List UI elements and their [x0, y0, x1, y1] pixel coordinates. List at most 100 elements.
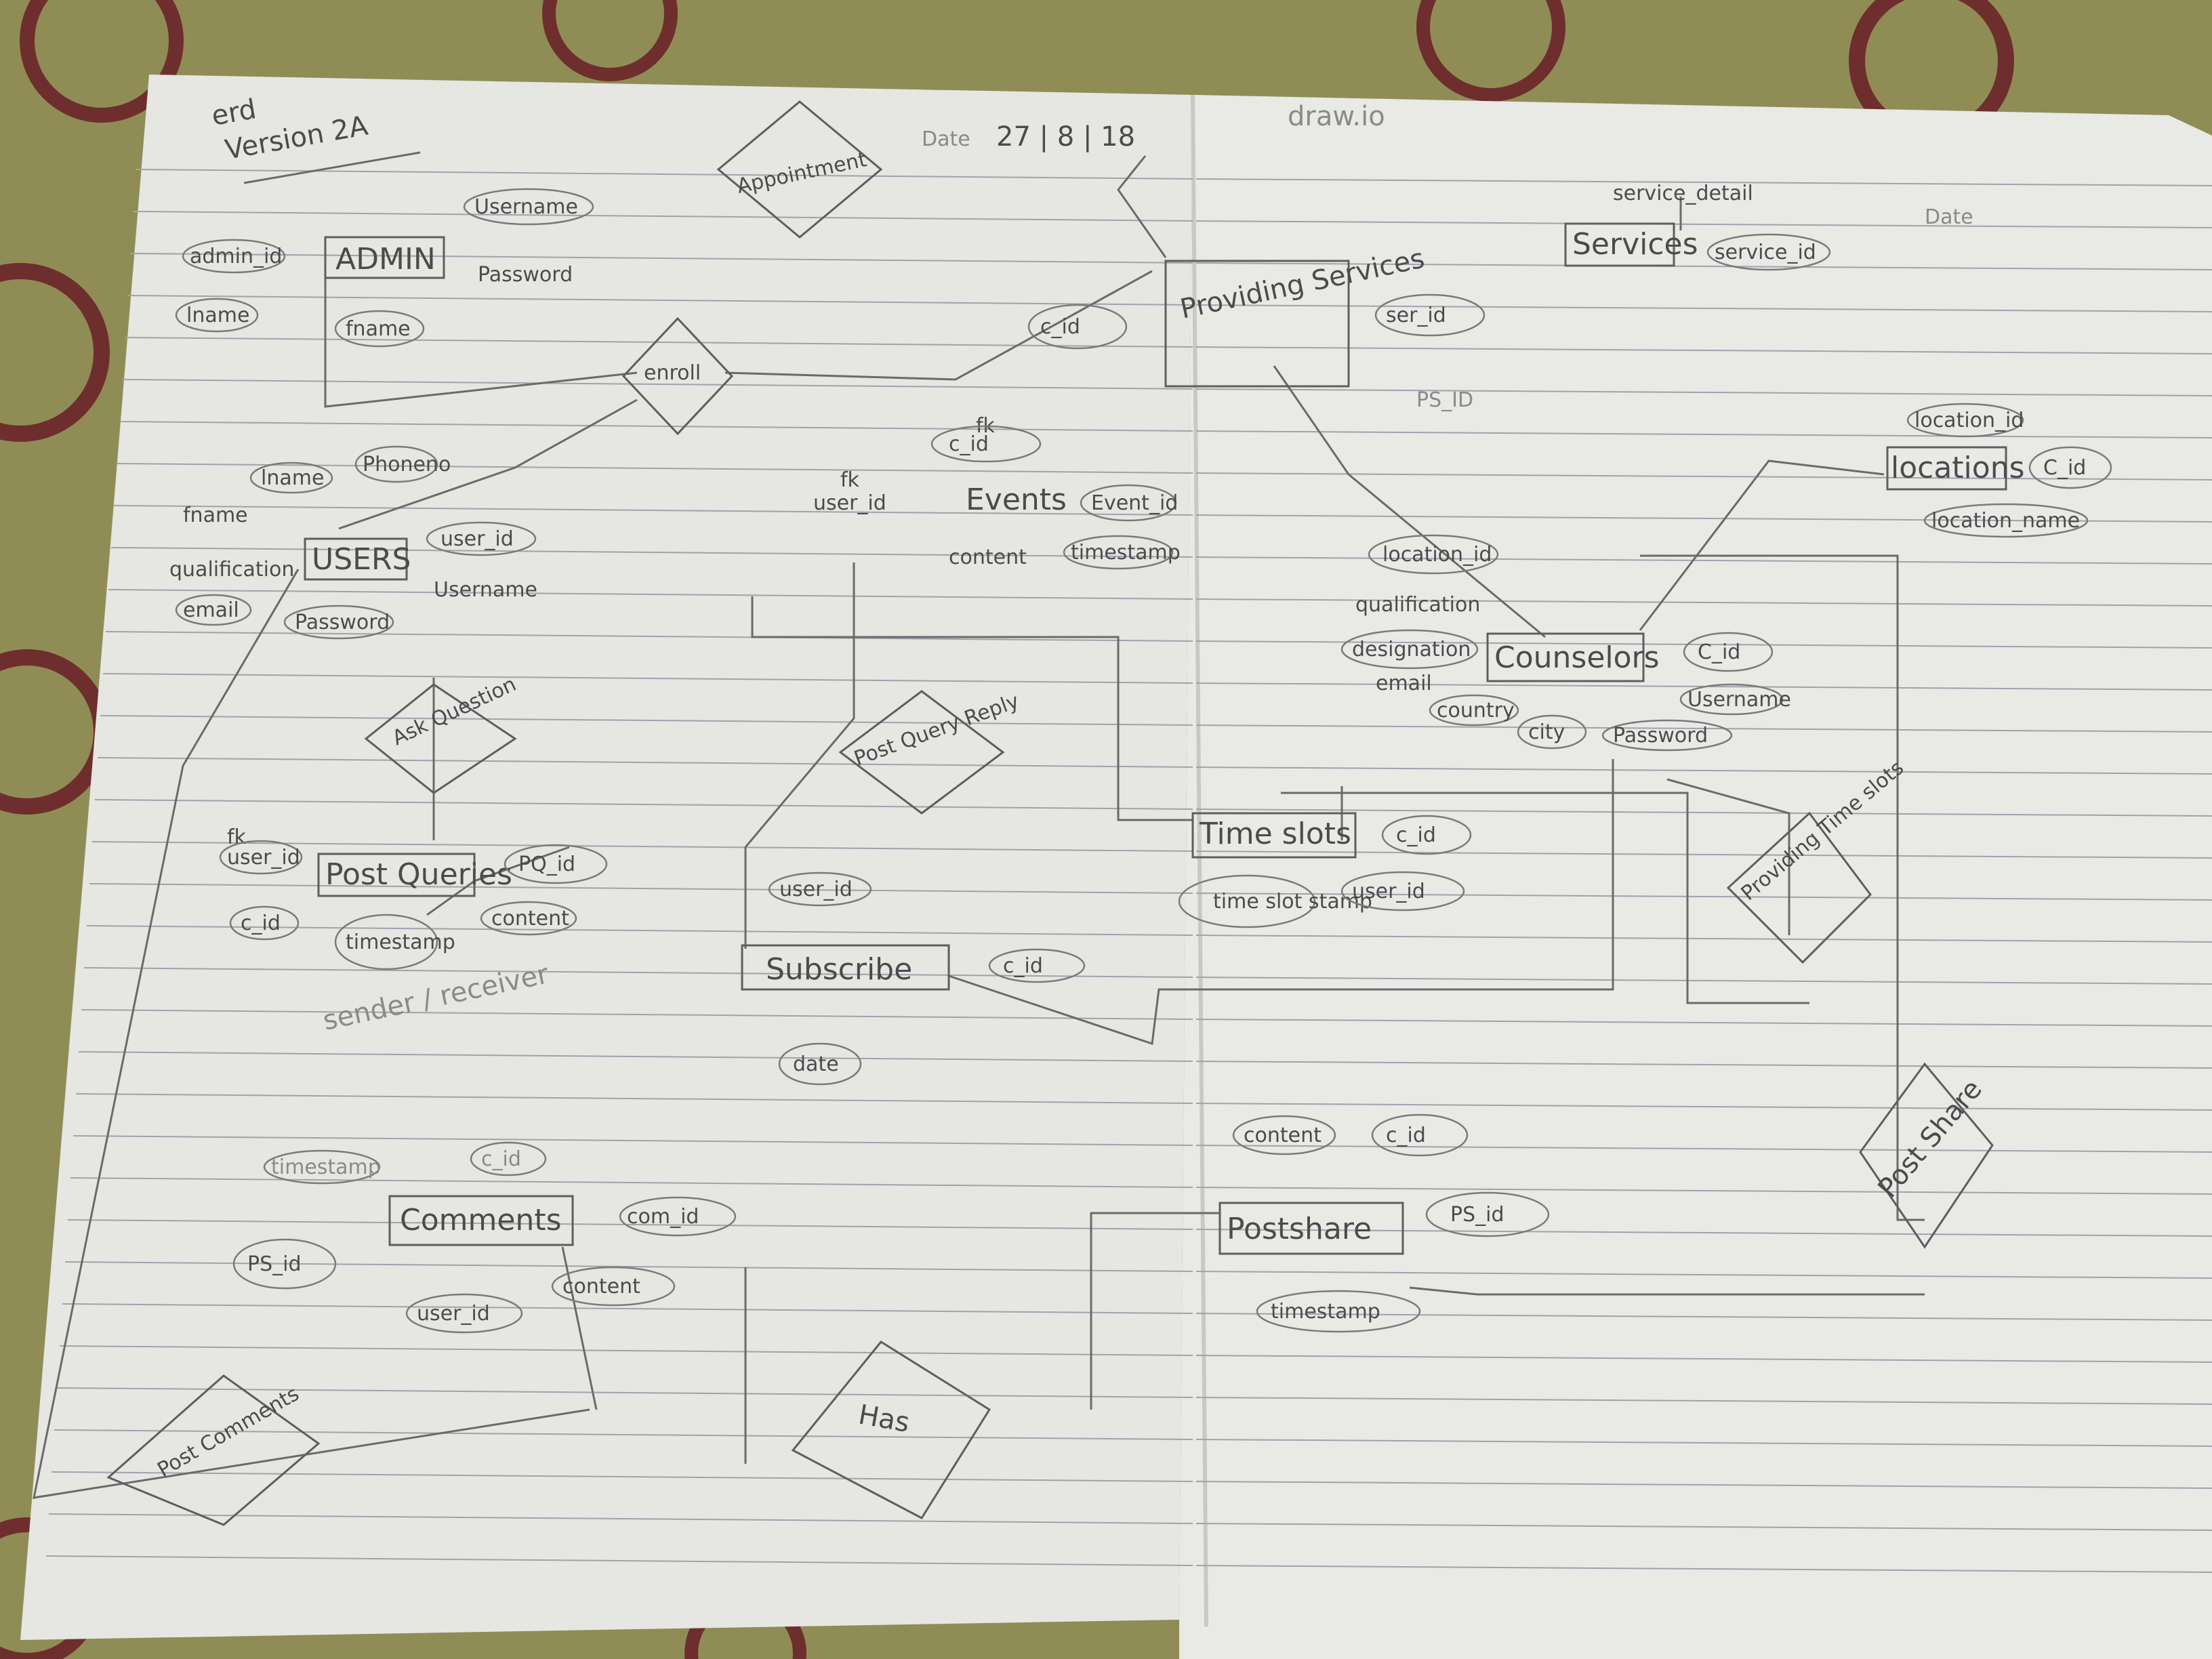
ruled-line [45, 1555, 1193, 1566]
version-note-1: erd [209, 94, 259, 132]
attr-services-id: service_id [1715, 241, 1816, 264]
ruled-line [1195, 556, 2212, 565]
attr-admin-fname-oval [334, 310, 425, 348]
ruled-line [51, 1471, 1193, 1482]
fk-note-events-user: fk [840, 468, 860, 492]
attr-loc-name-oval [1923, 503, 2089, 538]
ruled-line [1195, 514, 2212, 523]
attr-admin-fname: fname [346, 317, 411, 341]
ruled-line [1195, 598, 2212, 607]
attr-pq-timestamp: timestamp [346, 930, 455, 954]
date-value: 27 | 8 | 18 [996, 121, 1135, 152]
ruled-line [1195, 1229, 2212, 1237]
ruled-line [1195, 388, 2212, 396]
attr-ps-cid-oval [1027, 304, 1128, 350]
attr-co-designation: designation [1352, 638, 1471, 661]
attr-co-qualification: qualification [1355, 593, 1480, 617]
attr-sub-userid-oval [768, 872, 872, 907]
edge-appointment-services [1117, 155, 1167, 258]
ruled-line [1195, 1187, 2212, 1195]
admin-attributes: admin_id lname fname Username Password [175, 188, 594, 348]
entity-subscribe-label: Subscribe [766, 952, 912, 987]
rel-has[interactable] [791, 1340, 991, 1519]
rel-providing-time-slots[interactable] [1726, 811, 1872, 964]
entity-time-slots[interactable] [1191, 812, 1357, 859]
ruled-line [1195, 472, 2212, 480]
attr-services-id-oval [1706, 233, 1831, 271]
attr-ps-serid: ser_id [1386, 304, 1446, 327]
entity-counselors[interactable] [1486, 632, 1645, 682]
ruled-line [1195, 1439, 2212, 1447]
attr-com-userid: user_id [417, 1302, 490, 1326]
rel-enroll[interactable] [621, 316, 734, 436]
entity-comments[interactable] [388, 1195, 574, 1246]
attr-co-cid: C_id [1698, 640, 1740, 664]
entity-post-share-label: Postshare [1227, 1212, 1372, 1246]
rel-post-query-reply[interactable] [838, 690, 1005, 815]
entity-services[interactable] [1564, 222, 1675, 267]
attr-com-userid-oval [405, 1293, 523, 1334]
users-attributes: lname Phoneno fname qualification email … [169, 445, 537, 640]
entity-events-label[interactable]: Events [966, 483, 1067, 517]
edge-counselors-timeslots [1666, 778, 1790, 935]
attr-admin-id-oval [182, 239, 286, 274]
attr-co-cid-oval [1683, 632, 1774, 672]
rel-ask-question[interactable] [364, 683, 517, 794]
time-slots-attributes: c_id time slot stamp user_id [1178, 815, 1472, 928]
version-underline [243, 151, 421, 184]
attr-loc-cid: C_id [2043, 456, 2086, 480]
entity-post-queries-label: Post Queries [325, 857, 512, 892]
attr-co-country: country [1437, 699, 1515, 722]
attr-services-detail: service_detail [1613, 182, 1753, 205]
fk-note-pq: fk [227, 825, 247, 849]
ruled-line [75, 1093, 1193, 1104]
entity-subscribe[interactable] [741, 944, 950, 991]
attr-ts-stamp: time slot stamp [1213, 890, 1372, 914]
entity-admin[interactable] [324, 236, 445, 279]
rel-post-share[interactable] [1859, 1062, 1994, 1249]
rel-post-comments[interactable] [106, 1374, 321, 1526]
edge-timeslots-providing [1281, 792, 1809, 1004]
post-share-attributes: content c_id PS_id timestamp [1232, 1113, 1550, 1333]
attr-com-timestamp: timestamp [271, 1155, 381, 1179]
attr-com-psid-oval [232, 1238, 337, 1290]
ruled-line [1195, 724, 2212, 733]
rel-providing-services[interactable] [1164, 260, 1350, 388]
ruled-line [1195, 1313, 2212, 1321]
attr-users-userid: user_id [441, 527, 514, 551]
attr-co-password-oval [1601, 719, 1733, 752]
attr-sub-cid: c_id [1003, 954, 1043, 978]
attr-sub-date-oval [778, 1042, 862, 1086]
edge-events-timeslots [751, 596, 1193, 821]
attr-psh-cid: c_id [1386, 1124, 1426, 1147]
locations-attributes: location_id C_id location_name [1906, 403, 2112, 538]
attr-users-email: email [183, 598, 239, 622]
attr-events-userid: user_id [813, 491, 886, 515]
attr-ts-cid-oval [1381, 815, 1472, 855]
services-attributes: service_detail service_id [1613, 182, 1831, 271]
attr-events-eventid-oval [1080, 484, 1177, 522]
attr-events-content: content [949, 546, 1027, 569]
rel-appointment[interactable] [716, 100, 883, 239]
entity-post-queries[interactable] [317, 853, 476, 897]
attr-com-comid: com_id [627, 1205, 699, 1229]
ruled-line [54, 1429, 1193, 1440]
entity-services-label: Services [1572, 227, 1698, 262]
attr-ts-cid: c_id [1396, 823, 1436, 847]
ruled-line [108, 589, 1193, 600]
attr-ps-psid: PS_ID [1416, 388, 1473, 412]
edge-counselors-postshare [1640, 554, 1925, 1221]
ruled-line [1195, 1019, 2212, 1027]
attr-com-content: content [562, 1275, 640, 1298]
ruled-line [1195, 262, 2212, 270]
entity-users[interactable] [304, 537, 408, 581]
entity-post-share[interactable] [1218, 1202, 1404, 1255]
tool-note: draw.io [1288, 101, 1385, 132]
ruled-line [127, 295, 1193, 306]
entity-locations[interactable] [1886, 446, 2007, 491]
attr-com-psid: PS_id [247, 1252, 302, 1276]
subscribe-attributes: user_id c_id date [768, 872, 1086, 1086]
ruled-line [1195, 178, 2212, 186]
edge-reply-subscribe [744, 562, 855, 949]
